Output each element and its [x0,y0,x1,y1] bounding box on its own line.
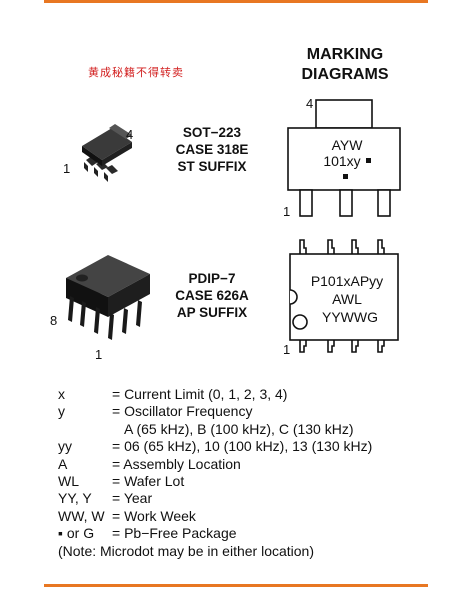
pdip7-pin-1-label: 1 [95,347,102,362]
legend-note: (Note: Microdot may be in either locatio… [58,542,314,559]
pdip7-mark-pin-1: 1 [283,342,290,357]
legend-symbol: y [58,403,65,420]
title-line-1: MARKING [306,46,384,63]
legend-description: = Oscillator Frequency [112,403,253,420]
sot223-mark-line-1: AYW [332,137,364,153]
legend-description: = Work Week [112,507,196,524]
diagram-canvas: 4 1 AYW 101xy 4 1 8 1 [50,96,401,362]
pdip7-case: CASE 626A [175,288,249,303]
legend-symbol: x [58,386,65,402]
sot223-microdot-right [366,158,371,163]
legend-row: A = Assembly Location [58,456,372,473]
sot223-name: SOT−223 [182,125,242,140]
legend-description: = Year [112,490,153,507]
legend-row: WL = Wafer Lot [58,473,372,490]
legend-row: ▪ or G = Pb−Free Package [58,525,372,542]
title-line-2: DIAGRAMS [301,66,389,83]
legend-description: = Wafer Lot [112,473,185,490]
legend-row: x = Current Limit (0, 1, 2, 3, 4) [58,386,372,403]
sot223-mark-pin-tab: 4 [306,96,313,111]
sot223-microdot-bottom [343,174,348,179]
top-rule [44,0,428,3]
watermark-text: 黄成秘籍不得转卖 [88,66,184,79]
bottom-rule [44,584,428,587]
legend-symbol: ▪ or G [58,525,95,542]
sot223-package-illustration: 4 1 [63,124,133,182]
legend-row: YY, Y = Year [58,490,372,507]
pdip7-mark-line-2: AWL [332,291,362,307]
pdip7-mark-line-1: P101xAPyy [311,273,383,289]
legend-row: yy = 06 (65 kHz), 10 (100 kHz), 13 (130 … [58,438,372,455]
pdip7-name: PDIP−7 [188,271,236,286]
pdip7-mark-line-3: YYWWG [322,309,378,325]
legend-symbol: yy [58,438,72,455]
legend-symbol: YY, Y [58,490,92,507]
sot223-mark-pin-1: 1 [283,204,290,219]
legend-frequency-detail: A (65 kHz), B (100 kHz), C (130 kHz) [124,420,354,437]
sot223-mark-line-2: 101xy [323,153,360,169]
legend-row: y = Oscillator Frequency [58,403,372,420]
legend-description: = Current Limit (0, 1, 2, 3, 4) [112,386,288,402]
legend-symbol: WW, W [58,507,105,524]
pdip7-marking-diagram [289,239,399,353]
legend-row: WW, W = Work Week [58,508,372,525]
section-title: MARKING DIAGRAMS [280,45,410,85]
pdip7-pin-8-label: 8 [50,313,57,328]
legend-symbol: WL [58,473,79,490]
legend-symbol: A [58,455,68,472]
sot223-pin-1-label: 1 [63,161,70,176]
sot223-suffix: ST SUFFIX [177,159,247,174]
pdip7-label: PDIP−7 CASE 626A AP SUFFIX [157,270,267,321]
pdip7-suffix: AP SUFFIX [176,305,248,320]
sot223-pin-tab-label: 4 [126,127,133,142]
legend-description: = Assembly Location [112,455,241,472]
marking-legend: x = Current Limit (0, 1, 2, 3, 4) y = Os… [58,386,372,560]
pdip7-package-illustration: 8 1 [50,255,150,362]
sot223-case: CASE 318E [175,142,249,157]
sot223-label: SOT−223 CASE 318E ST SUFFIX [157,124,267,175]
legend-description: = 06 (65 kHz), 10 (100 kHz), 13 (130 kHz… [112,438,373,455]
legend-description: = Pb−Free Package [112,525,237,542]
sot223-marking-diagram [287,99,401,217]
